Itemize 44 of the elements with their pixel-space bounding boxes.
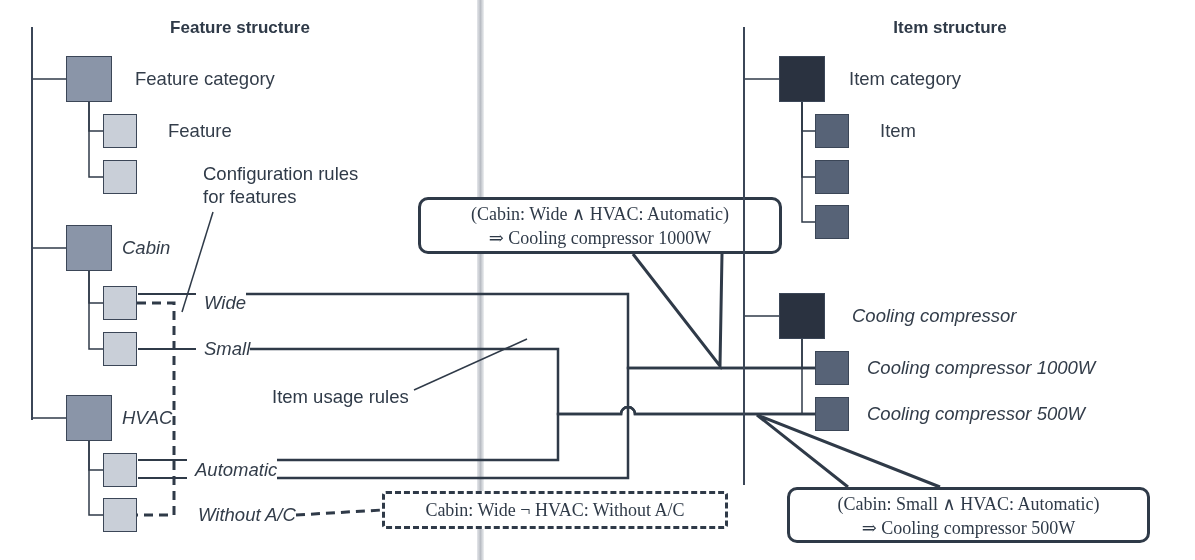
- connector-line: [277, 406, 815, 462]
- tree-line: [744, 78, 780, 80]
- node-label: Without A/C: [198, 504, 296, 525]
- node-label: Item: [880, 120, 916, 141]
- dashed-connector: [295, 508, 383, 517]
- tree-line: [32, 247, 67, 249]
- node-label: HVAC: [122, 407, 173, 428]
- node-label: Item category: [849, 68, 962, 89]
- tree-line: [32, 78, 67, 80]
- item-square: [815, 160, 849, 194]
- section-heading: Item structure: [893, 18, 1007, 38]
- node-label: Cooling compressor: [852, 305, 1017, 326]
- connector-line: [277, 366, 815, 480]
- tree-spine: [31, 27, 33, 420]
- node-label: Cabin: [122, 237, 171, 258]
- tree-line: [801, 101, 816, 223]
- annotation-text: Configuration rules for features: [203, 162, 381, 208]
- callout-box: [418, 197, 782, 254]
- leader-line: [413, 338, 528, 391]
- tree-line: [88, 440, 104, 516]
- node-label: Feature category: [135, 68, 275, 89]
- annotation-text: Item usage rules: [272, 385, 414, 408]
- node-label: Wide: [204, 292, 246, 313]
- item-square: [815, 205, 849, 239]
- node-label: Feature: [168, 120, 232, 141]
- node-label: Automatic: [195, 459, 278, 480]
- dashed-connector: [137, 301, 176, 517]
- tree-line: [32, 417, 67, 419]
- leader-line: [181, 211, 214, 313]
- node-label: Small: [204, 338, 251, 359]
- tree-line: [88, 270, 104, 350]
- formula-text: Cabin: Wide ¬ HVAC: Without A/C: [424, 499, 686, 522]
- tree-line: [88, 101, 104, 178]
- formula-text: (Cabin: Small ∧ HVAC: Automatic): [836, 493, 1101, 516]
- formula-text: (Cabin: Wide ∧ HVAC: Automatic): [470, 203, 730, 226]
- formula-text: ⇒ Cooling compressor 1000W: [487, 227, 713, 250]
- formula-text: ⇒ Cooling compressor 500W: [860, 517, 1077, 540]
- callout-box: [787, 487, 1150, 543]
- tree-line: [744, 315, 780, 317]
- tree-spine: [743, 27, 745, 485]
- feature-square: [103, 160, 137, 194]
- node-label: Cooling compressor 1000W: [867, 357, 1096, 378]
- node-label: Cooling compressor 500W: [867, 403, 1085, 424]
- section-heading: Feature structure: [170, 18, 310, 38]
